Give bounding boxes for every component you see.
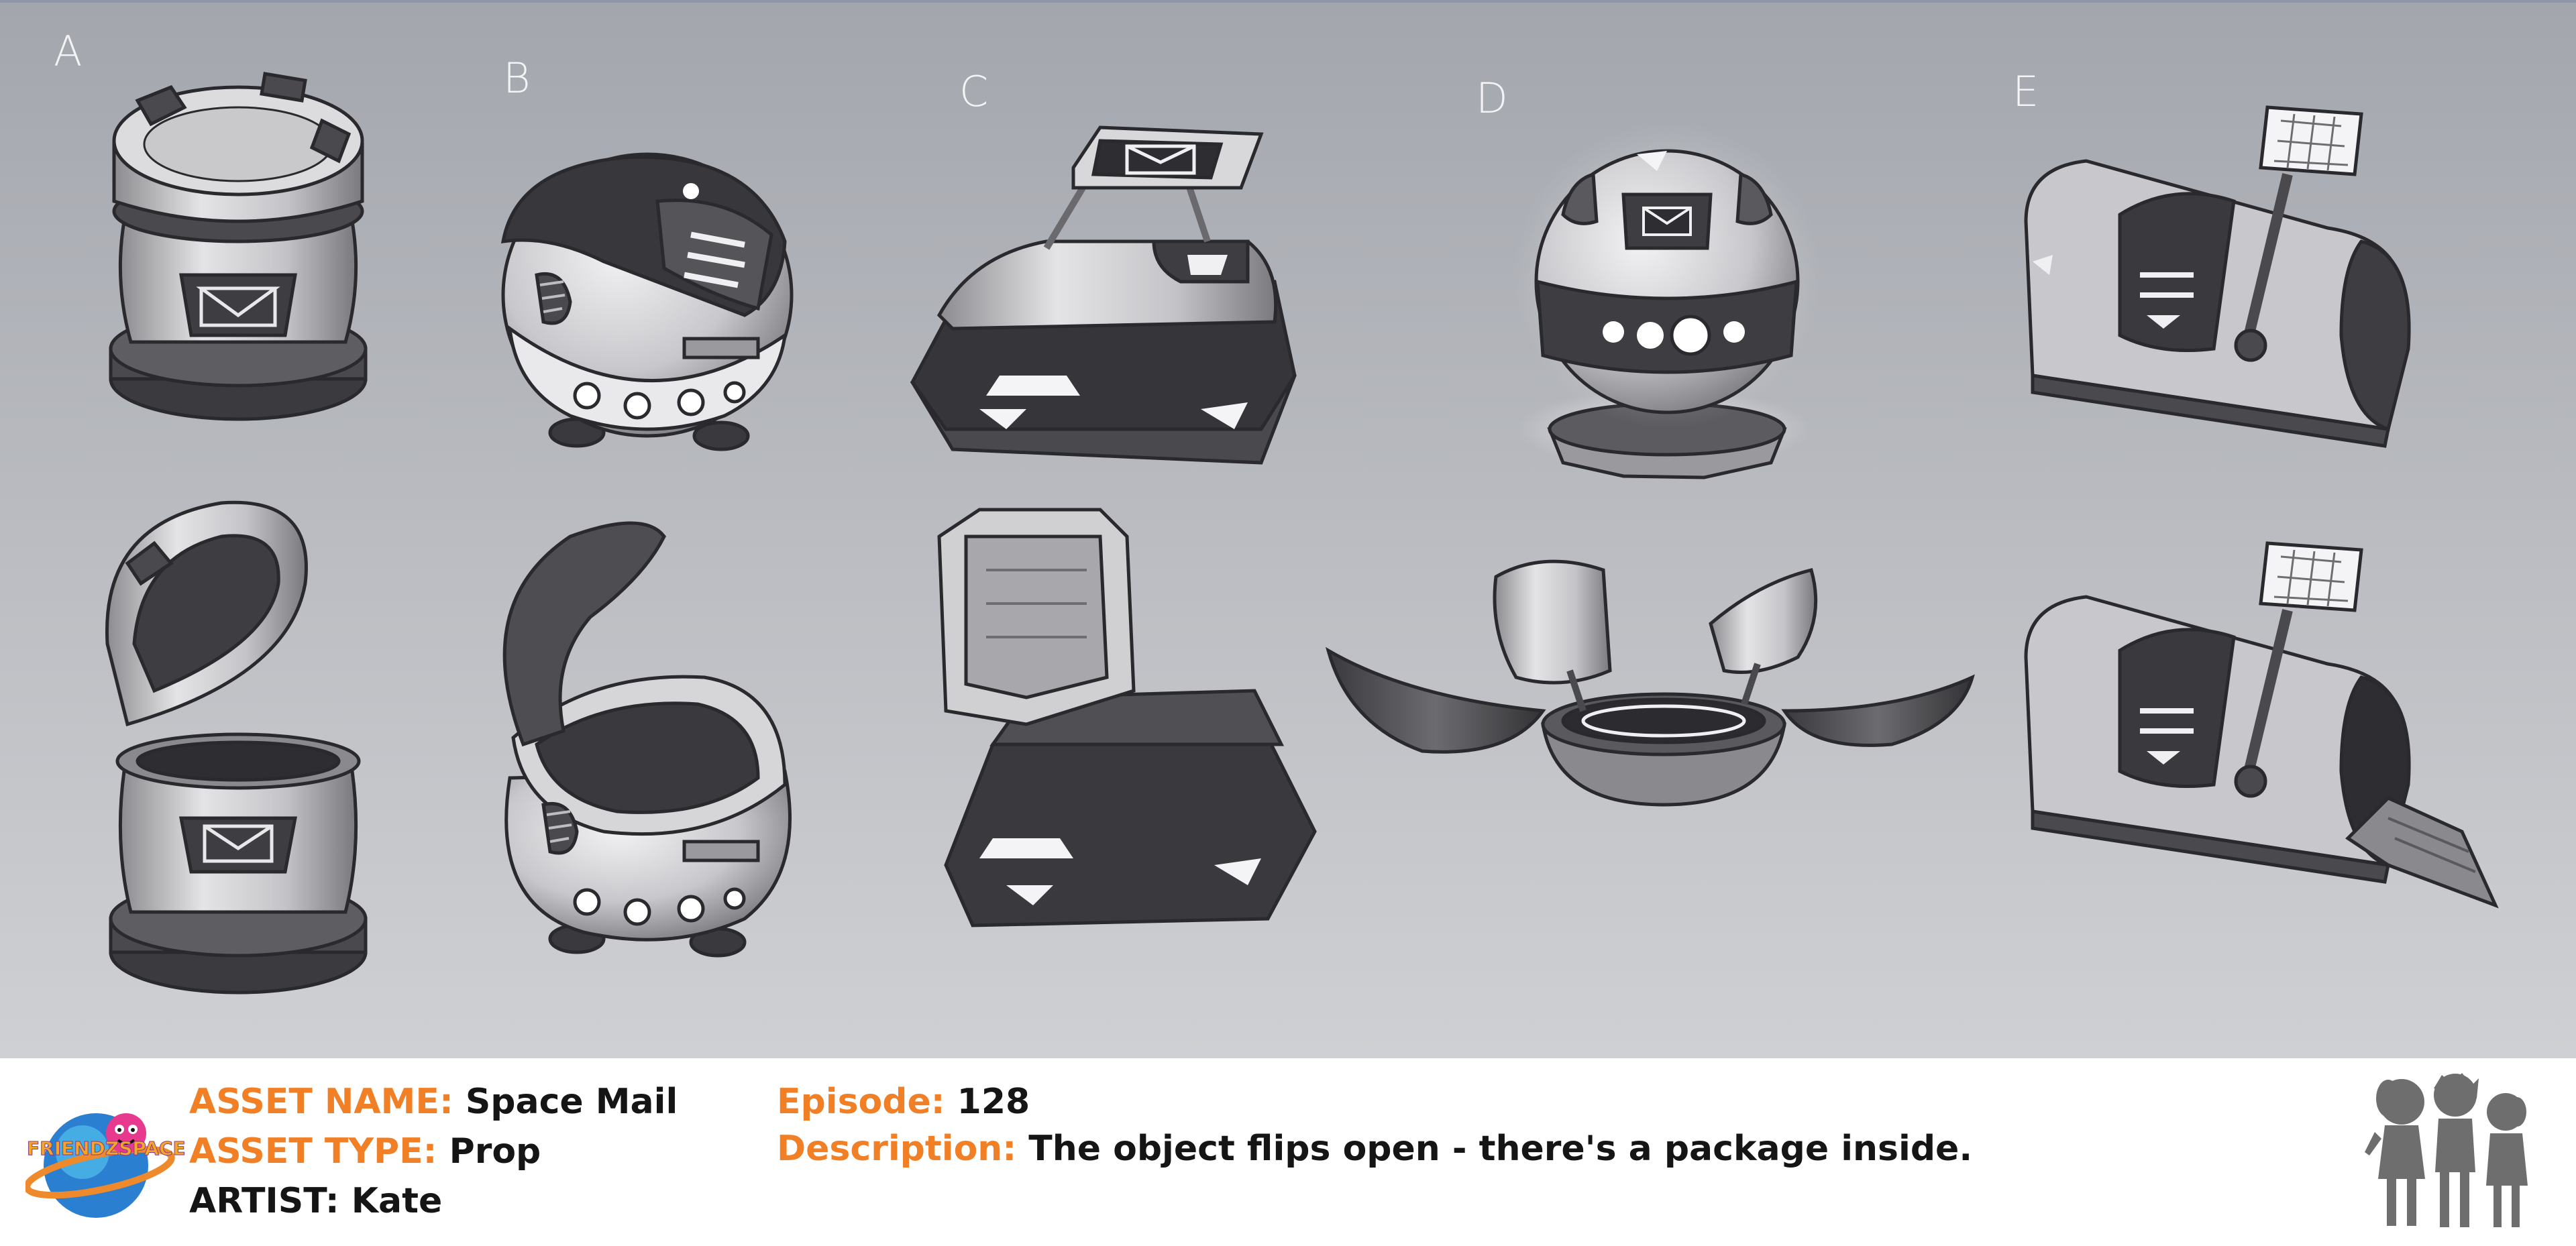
asset-name-label: ASSET NAME: (189, 1082, 453, 1122)
sketch-a-open (105, 500, 368, 995)
asset-type-row: ASSET TYPE: Prop (189, 1127, 541, 1176)
artist-row: ARTIST: Kate (189, 1176, 442, 1226)
episode-value: 128 (957, 1082, 1030, 1122)
description-value: The object flips open - there's a packag… (1028, 1129, 1973, 1169)
variant-letter-e: E (2012, 67, 2039, 116)
variant-letter-b: B (503, 54, 531, 103)
description-label: Description: (777, 1129, 1017, 1169)
description-row: Description: The object flips open - the… (777, 1124, 1972, 1174)
episode-row: Episode: 128 (777, 1077, 1030, 1127)
sketch-e-closed (2024, 105, 2411, 448)
sketch-d-closed (1513, 121, 1821, 479)
artist-label: ARTIST: (189, 1181, 339, 1221)
sketch-a-closed (109, 72, 368, 421)
variant-letter-a: A (54, 27, 83, 76)
artist-value: Kate (351, 1181, 443, 1221)
asset-info-footer: FRIENDZSPACE ASSET NAME: Space Mail ASSE… (0, 1058, 2576, 1246)
episode-label: Episode: (777, 1082, 945, 1122)
friendzspace-logo (25, 1113, 175, 1218)
sketch-d-open (1325, 559, 1975, 807)
asset-type-value: Prop (449, 1131, 541, 1172)
sketch-b-open (502, 521, 792, 958)
top-border (0, 0, 2576, 3)
sketch-e-open (2024, 541, 2499, 909)
variant-letter-d: D (1476, 74, 1508, 123)
sketch-b-closed (500, 152, 794, 451)
prop-sketches (105, 72, 2499, 995)
asset-type-label: ASSET TYPE: (189, 1131, 437, 1172)
logo-text: FRIENDZSPACE (27, 1137, 186, 1159)
characters-silhouette (2365, 1073, 2528, 1227)
variant-letter-c: C (959, 67, 989, 116)
sketch-c-open (937, 508, 1317, 927)
sketch-c-closed (910, 125, 1297, 465)
asset-name-row: ASSET NAME: Space Mail (189, 1077, 678, 1127)
asset-name-value: Space Mail (465, 1082, 678, 1122)
concept-art-canvas: A B C D E (0, 0, 2576, 1058)
